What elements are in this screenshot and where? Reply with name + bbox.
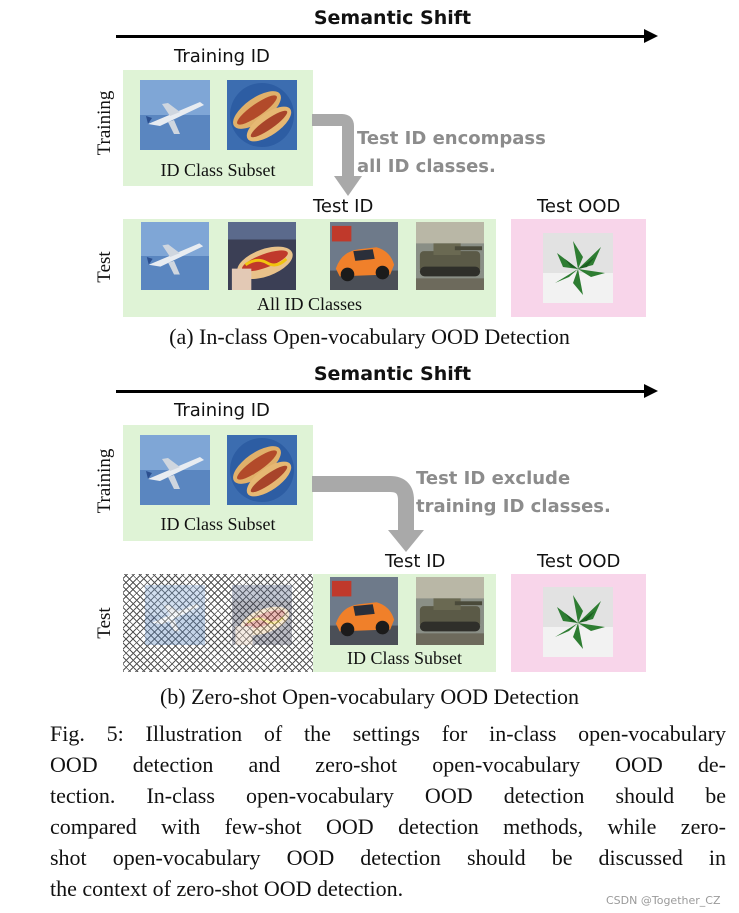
- watermark: CSDN @Together_CZ: [606, 894, 721, 907]
- airplane-image: [140, 585, 210, 645]
- subcaption-a: (a) In-class Open-vocabulary OOD Detecti…: [169, 324, 570, 349]
- semantic-shift-arrow-line: [116, 390, 646, 393]
- test-id-label: Test ID: [313, 196, 374, 217]
- caption-line: tection. In-class open-vocabulary OOD de…: [50, 783, 726, 808]
- caption-line: shot open-vocabulary OOD detection shoul…: [50, 845, 726, 870]
- caption-line: Fig. 5: Illustration of the settings for…: [50, 721, 726, 746]
- arrow-right-icon: [644, 29, 658, 43]
- caption-line: compared with few-shot OOD detection met…: [50, 814, 726, 839]
- airplane-image: [140, 222, 210, 290]
- hotdog-image: [227, 80, 297, 150]
- race-car-image: [330, 577, 398, 645]
- caption-line: the context of zero-shot OOD detection.: [50, 876, 404, 901]
- note-line-1: Test ID exclude: [416, 468, 571, 489]
- note-line-2: training ID classes.: [416, 496, 611, 517]
- hotdog-image: [227, 222, 297, 290]
- arrow-right-icon: [644, 384, 658, 398]
- airplane-image: [140, 435, 210, 505]
- training-side-label: Training: [94, 448, 115, 514]
- training-id-label: Training ID: [174, 400, 270, 421]
- training-id-label: Training ID: [174, 46, 270, 67]
- test-ood-label: Test OOD: [537, 551, 621, 572]
- hotdog-image: [227, 585, 297, 645]
- caption-line: OOD detection and zero-shot open-vocabul…: [50, 752, 726, 777]
- hotdog-image: [227, 435, 297, 505]
- plant-image: [543, 587, 613, 657]
- tank-image: [416, 577, 484, 645]
- test-side-label: Test: [94, 607, 115, 639]
- figure-caption: Fig. 5: Illustration of the settings for…: [50, 718, 726, 904]
- note-line-2: all ID classes.: [357, 156, 496, 177]
- test-ood-label: Test OOD: [537, 196, 621, 217]
- race-car-image: [330, 222, 398, 290]
- training-side-label: Training: [94, 90, 115, 156]
- id-class-subset-label: ID Class Subset: [160, 514, 276, 534]
- tank-image: [416, 222, 484, 290]
- test-id-label: Test ID: [385, 551, 446, 572]
- elbow-arrow-icon: [312, 114, 362, 196]
- all-id-classes-label: All ID Classes: [257, 294, 362, 314]
- test-side-label: Test: [94, 251, 115, 283]
- airplane-image: [140, 80, 210, 150]
- elbow-arrow-icon: [312, 476, 424, 552]
- subcaption-b: (b) Zero-shot Open-vocabulary OOD Detect…: [159, 684, 580, 709]
- plant-image: [543, 233, 613, 303]
- id-class-subset-label: ID Class Subset: [160, 160, 276, 180]
- semantic-shift-arrow-line: [116, 35, 646, 38]
- note-line-1: Test ID encompass: [357, 128, 546, 149]
- semantic-shift-title: Semantic Shift: [313, 7, 472, 29]
- test-id-class-subset-label: ID Class Subset: [346, 648, 462, 668]
- semantic-shift-title: Semantic Shift: [313, 363, 472, 385]
